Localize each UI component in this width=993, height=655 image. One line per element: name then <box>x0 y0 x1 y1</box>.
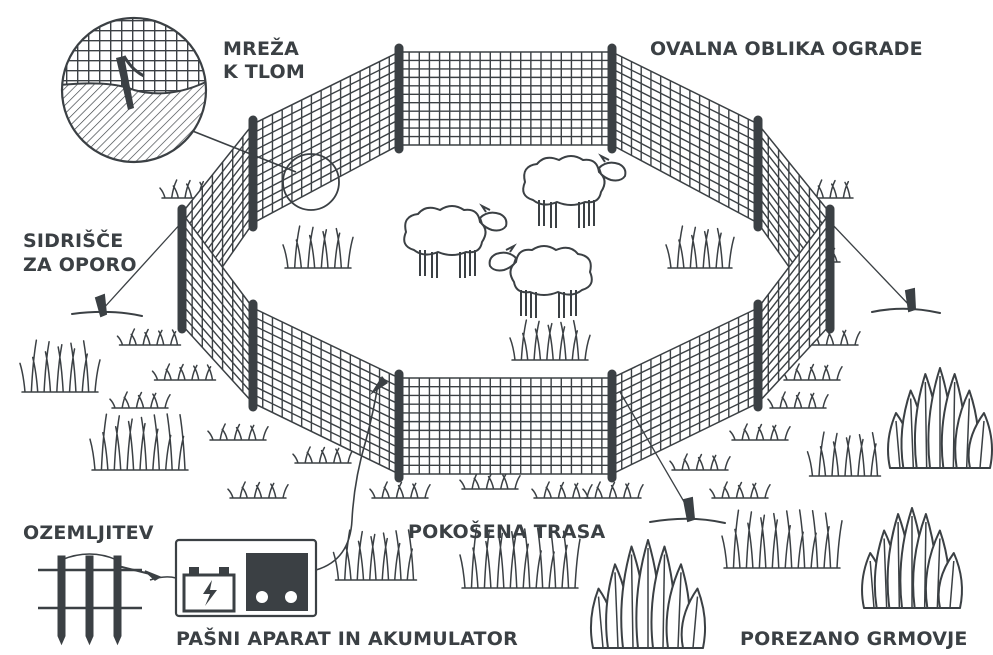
bush-icon <box>591 540 705 648</box>
sheep-group <box>404 156 625 318</box>
grass-icon <box>228 482 288 498</box>
label-mowed-path: POKOŠENA TRASA <box>408 521 605 544</box>
label-anchor-2: ZA OPORO <box>23 254 137 277</box>
grass-icon <box>153 364 216 380</box>
ground-anchor-bottom <box>650 498 725 523</box>
label-grounding: OZEMLJITEV <box>23 522 154 545</box>
fence-panel <box>612 308 758 474</box>
grass-icon <box>208 424 268 440</box>
bush-icon <box>862 508 962 608</box>
grass-icon <box>283 226 353 268</box>
grass-icon <box>110 392 170 408</box>
bush-icon <box>888 368 992 468</box>
fence-panel <box>399 52 612 145</box>
label-net-to-ground-2: K TLOM <box>223 61 305 84</box>
grass-icon <box>90 414 188 470</box>
grass-icon <box>510 320 590 360</box>
label-trimmed-bushes: POREZANO GRMOVJE <box>740 628 968 651</box>
grass-icon <box>460 473 520 489</box>
grass-icon <box>118 329 181 345</box>
grass-icon <box>370 482 430 498</box>
sheep-icon <box>523 156 625 228</box>
grass-icon <box>710 482 770 498</box>
label-oval-fence: OVALNA OBLIKA OGRADE <box>650 38 923 61</box>
fence-panel <box>612 52 758 223</box>
grass-icon <box>808 432 881 476</box>
grass-icon <box>666 226 734 268</box>
grass-icon <box>20 340 100 392</box>
grass-icon <box>334 530 417 580</box>
ground-anchor-left <box>72 295 142 316</box>
fence-panel <box>399 378 612 474</box>
grass-icon <box>768 392 828 408</box>
label-anchor-1: SIDRIŠČE <box>23 230 123 253</box>
sheep-icon <box>490 246 592 318</box>
grass-icon <box>730 424 790 440</box>
grass-icon <box>722 510 842 568</box>
grounding-rods <box>38 554 160 644</box>
grass-icon <box>293 447 353 463</box>
label-energizer-battery: PAŠNI APARAT IN AKUMULATOR <box>176 628 518 651</box>
grass-icon <box>670 454 730 470</box>
label-net-to-ground-1: MREŽA <box>223 38 299 61</box>
